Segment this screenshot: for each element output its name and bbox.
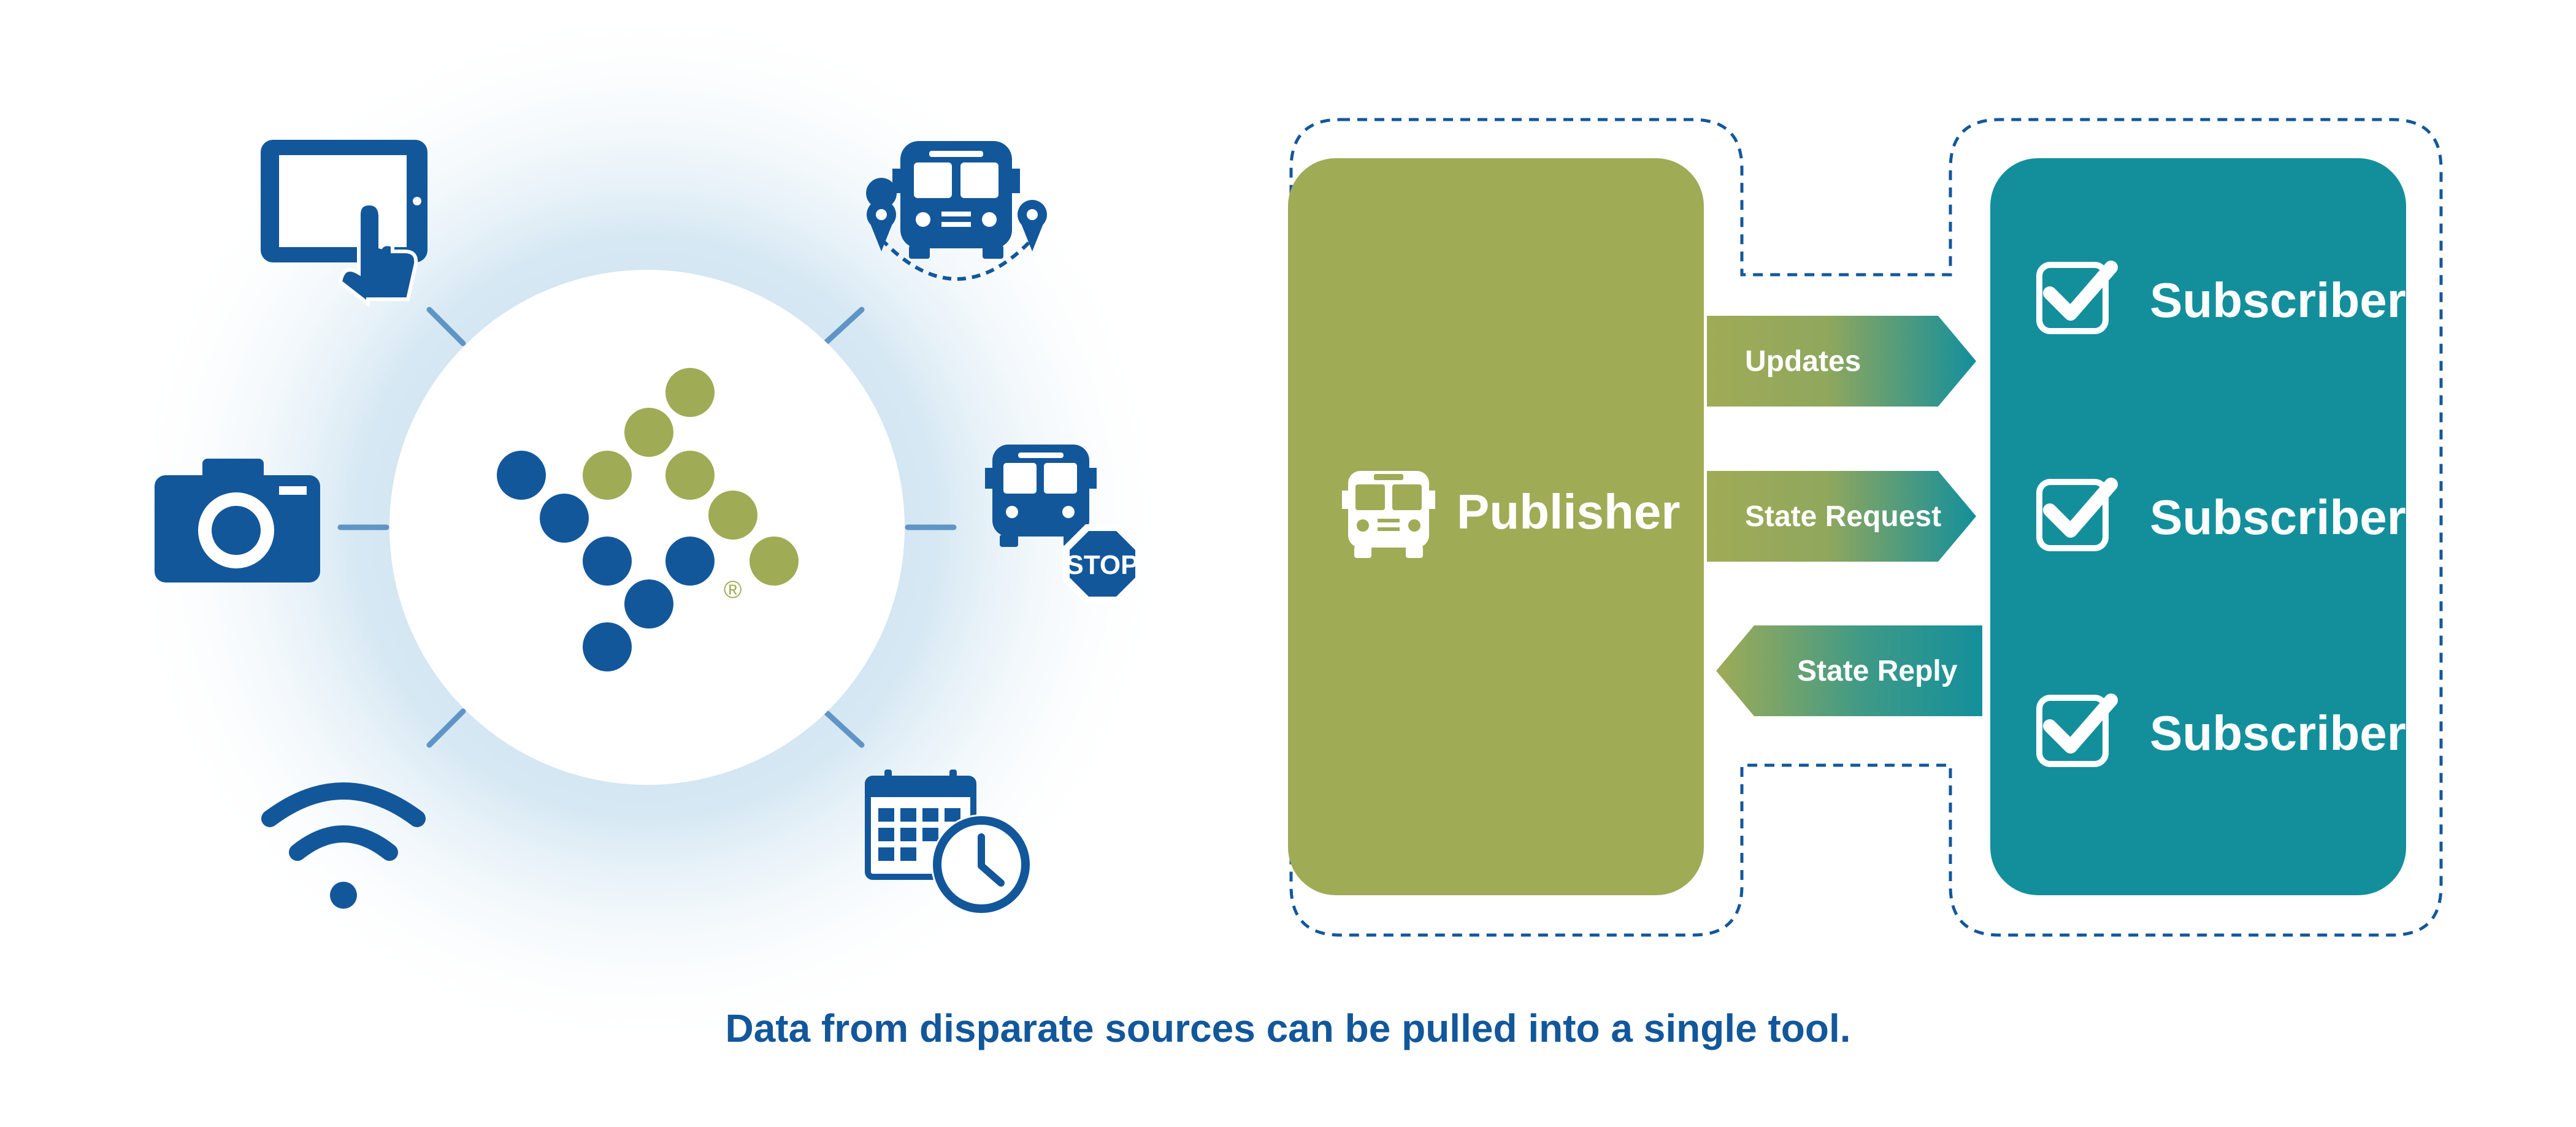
caption: Data from disparate sources can be pulle… — [725, 1006, 1851, 1050]
subscriber-label: Subscriber — [2150, 706, 2406, 760]
checkbox-icon — [2036, 693, 2118, 767]
hub-circle — [389, 270, 905, 785]
logo-dot-green — [665, 368, 715, 417]
logo-dot-blue — [583, 622, 632, 671]
checkbox-icon — [2036, 261, 2118, 334]
state-request-arrow: State Request — [1707, 471, 1976, 562]
wifi-icon — [261, 782, 426, 909]
bus-stop-icon: STOP — [985, 445, 1142, 603]
hub-graphic: ® — [120, 0, 1175, 1055]
subscriber-row: Subscriber — [2036, 693, 2406, 767]
logo-dot-blue — [624, 579, 673, 628]
updates-label: Updates — [1745, 345, 1861, 378]
state-request-label: State Request — [1745, 500, 1941, 533]
logo-dot-green — [624, 408, 673, 457]
connector-line — [426, 307, 466, 346]
logo-dot-blue — [665, 537, 715, 586]
logo-dot-blue — [540, 494, 589, 543]
calendar-clock-icon — [865, 770, 1032, 915]
dashed-outline — [1289, 118, 2443, 937]
registered-mark: ® — [724, 576, 742, 603]
connector-line — [822, 307, 865, 346]
subscriber-label: Subscriber — [2150, 490, 2406, 544]
publisher-label: Publisher — [1457, 484, 1681, 539]
camera-icon — [155, 459, 320, 583]
subscriber-row: Subscriber — [2036, 478, 2406, 551]
connector-line — [426, 708, 466, 748]
state-reply-label: State Reply — [1797, 655, 1958, 687]
logo-dot-green — [708, 491, 757, 540]
logo-dot-blue — [583, 537, 632, 586]
logo-dot-green — [749, 537, 799, 586]
bus-route-icon — [866, 141, 1047, 281]
subscriber-row: Subscriber — [2036, 261, 2406, 334]
school-bus-icon — [1342, 471, 1435, 558]
publisher-box — [1288, 158, 1704, 895]
pubsub-graphic: Publisher Updates State Request State Re… — [1288, 118, 2443, 937]
logo-dot-green — [583, 451, 632, 500]
connector-line — [822, 708, 865, 748]
tablet-touch-icon — [261, 140, 427, 308]
updates-arrow: Updates — [1707, 316, 1976, 407]
subscriber-label: Subscriber — [2150, 273, 2406, 327]
checkbox-icon — [2036, 478, 2118, 551]
logo-dot-blue — [497, 451, 546, 500]
hub-logo: ® — [497, 368, 799, 671]
hub-connectors — [337, 307, 957, 748]
stop-sign-text: STOP — [1065, 550, 1138, 580]
logo-dot-green — [665, 451, 715, 500]
state-reply-arrow: State Reply — [1716, 625, 1982, 716]
